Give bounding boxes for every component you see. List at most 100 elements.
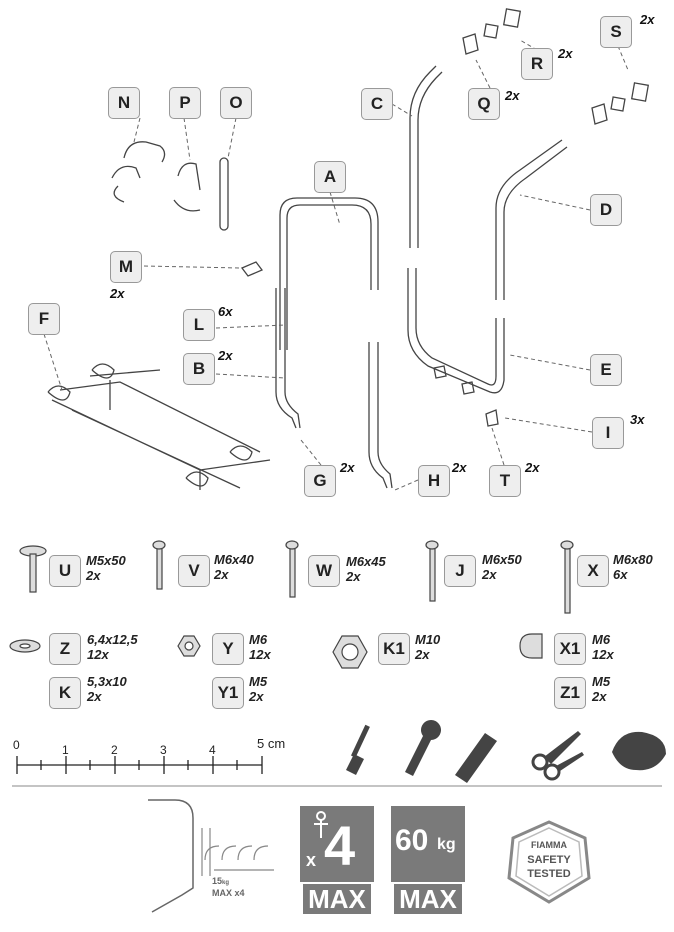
arm-n-drawing — [111, 141, 166, 203]
bracket-q-drawing — [462, 33, 479, 55]
seal-line2: TESTED — [527, 868, 571, 880]
part-label-h: H — [418, 465, 450, 497]
hw-label-z: Z — [49, 633, 81, 665]
clamp-t-drawing — [485, 409, 499, 427]
part-label-i: I — [592, 417, 624, 449]
ruler-tick-0: 0 — [13, 738, 20, 752]
fiamma-safety-seal: FIAMMA SAFETY TESTED — [505, 818, 593, 906]
part-label-a: A — [314, 161, 346, 193]
part-label-p: P — [169, 87, 201, 119]
scissors-icon — [531, 731, 584, 781]
capnut-x1-drawing — [519, 633, 543, 659]
part-label-m: M — [110, 251, 142, 283]
pad-r-drawing — [502, 8, 522, 28]
hw-label-j: J — [444, 555, 476, 587]
part-qty-m: 2x — [110, 286, 125, 301]
clip-i-drawing — [433, 365, 475, 395]
bike-capacity-text: 15kg MAX x4 — [212, 876, 245, 898]
carrier-f-drawing — [51, 369, 271, 490]
tube-c-drawing — [409, 65, 443, 248]
vehicle-outline — [148, 799, 194, 913]
part-qty-r: 2x — [558, 46, 573, 61]
part-label-e: E — [590, 354, 622, 386]
hw-label-y1: Y1 — [212, 677, 244, 709]
bolt-w-drawing — [289, 544, 296, 598]
max-load-label: MAX — [394, 884, 462, 914]
wrench-icon — [405, 720, 441, 776]
hw-label-v: V — [178, 555, 210, 587]
seal-line1: SAFETY — [527, 854, 571, 866]
clamp-m-drawing — [240, 261, 264, 277]
part-qty-t: 2x — [525, 460, 540, 475]
hw-label-u: U — [49, 555, 81, 587]
part-label-d: D — [590, 194, 622, 226]
part-label-n: N — [108, 87, 140, 119]
bolt-x-drawing — [564, 544, 571, 614]
part-qty-g: 2x — [340, 460, 355, 475]
cutter-knife-icon — [455, 733, 497, 783]
bolt-v-drawing — [156, 544, 163, 590]
hw-label-z1: Z1 — [554, 677, 586, 709]
hw-label-x1: X1 — [554, 633, 586, 665]
hw-label-k: K — [49, 677, 81, 709]
arm-p-drawing — [173, 162, 201, 212]
bike-icon — [314, 811, 328, 838]
hw-label-y: Y — [212, 633, 244, 665]
max-bikes-label: MAX — [303, 884, 371, 914]
tube-d-drawing — [495, 139, 568, 300]
part-label-l: L — [183, 309, 215, 341]
hw-label-x: X — [577, 555, 609, 587]
screwdriver-icon — [346, 724, 370, 775]
tube-h-drawing — [368, 342, 393, 489]
max-bikes-x: x — [306, 850, 317, 870]
part-label-b: B — [183, 353, 215, 385]
pad-s-drawing — [630, 82, 650, 102]
ruler-end-label: 5 cm — [257, 736, 286, 751]
hw-label-k1: K1 — [378, 633, 410, 665]
part-qty-q: 2x — [505, 88, 520, 103]
bracket-s-drawing — [591, 103, 608, 125]
frame-a-drawing — [279, 197, 379, 350]
part-label-c: C — [361, 88, 393, 120]
part-label-o: O — [220, 87, 252, 119]
hw-label-w: W — [308, 555, 340, 587]
ruler-tick-3: 3 — [160, 743, 167, 757]
part-label-f: F — [28, 303, 60, 335]
part-qty-s: 2x — [640, 12, 655, 27]
ruler-tick-2: 2 — [111, 743, 118, 757]
bracket-e-drawing — [407, 268, 505, 394]
part-qty-l: 6x — [218, 304, 233, 319]
max-bikes-number: 4 — [324, 814, 356, 877]
strap-o-drawing — [219, 157, 229, 231]
max-bikes-badge: x 4 MAX — [300, 806, 374, 916]
part-label-r: R — [521, 48, 553, 80]
part-qty-i: 3x — [630, 412, 645, 427]
seal-brand: FIAMMA — [531, 840, 567, 850]
tube-b-drawing — [275, 288, 301, 429]
bike-rack-graphic — [201, 828, 274, 876]
max-load-unit: kg — [437, 836, 456, 853]
part-label-t: T — [489, 465, 521, 497]
part-qty-h: 2x — [452, 460, 467, 475]
max-load-badge: 60 kg MAX — [391, 806, 465, 916]
part-label-q: Q — [468, 88, 500, 120]
ruler-tick-1: 1 — [62, 743, 69, 757]
max-load-number: 60 — [395, 824, 429, 857]
part-qty-b: 2x — [218, 348, 233, 363]
bolt-j-drawing — [429, 544, 436, 602]
cloth-icon — [612, 731, 666, 771]
part-label-s: S — [600, 16, 632, 48]
